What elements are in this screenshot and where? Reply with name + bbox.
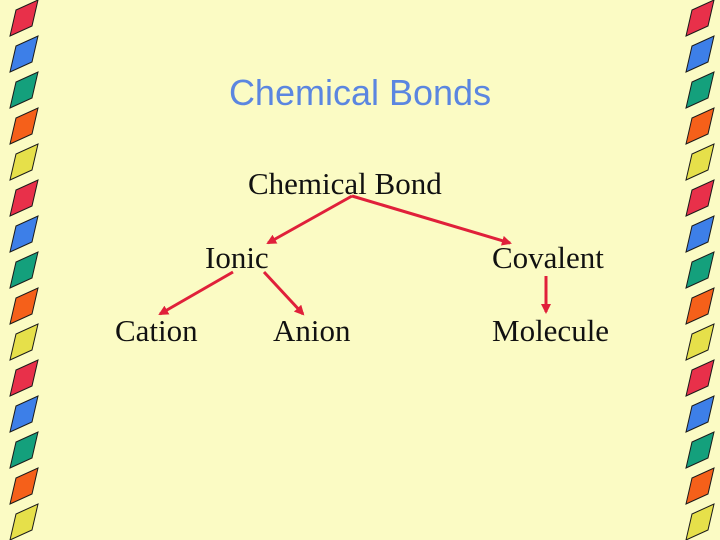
border-tile <box>685 503 715 540</box>
border-tile <box>9 143 39 181</box>
arrow-ionic-to-anion <box>262 270 305 316</box>
border-tile <box>9 0 39 37</box>
border-tile <box>9 431 39 469</box>
arrow-ionic-to-cation <box>158 270 234 316</box>
border-tile <box>685 359 715 397</box>
border-tile <box>9 323 39 361</box>
border-tile <box>685 431 715 469</box>
border-tile <box>9 467 39 505</box>
right-decorative-border <box>685 0 715 540</box>
border-tile <box>9 359 39 397</box>
border-tile <box>685 0 715 37</box>
border-tile <box>9 287 39 325</box>
border-tile <box>9 503 39 540</box>
arrow-bond-to-ionic <box>266 194 353 245</box>
border-tile <box>9 35 39 73</box>
border-tile <box>9 179 39 217</box>
node-ionic: Ionic <box>205 240 269 275</box>
border-tile <box>9 71 39 109</box>
border-tile <box>9 395 39 433</box>
border-tile <box>685 143 715 181</box>
node-covalent: Covalent <box>492 240 604 275</box>
border-tile <box>9 215 39 253</box>
slide-title: Chemical Bonds <box>228 72 492 113</box>
border-tile <box>9 251 39 289</box>
node-anion: Anion <box>273 313 351 348</box>
node-molecule: Molecule <box>492 313 610 348</box>
left-decorative-border <box>9 0 39 540</box>
border-tile <box>685 179 715 217</box>
border-tile <box>9 107 39 145</box>
border-tile <box>685 323 715 361</box>
border-tile <box>685 395 715 433</box>
border-tile <box>685 35 715 73</box>
border-tile <box>685 467 715 505</box>
node-cation: Cation <box>115 313 198 348</box>
node-chemical-bond: Chemical Bond <box>248 166 442 201</box>
border-tile <box>685 251 715 289</box>
border-tile <box>685 71 715 109</box>
border-tile <box>685 287 715 325</box>
border-tile <box>685 107 715 145</box>
border-tile <box>685 215 715 253</box>
arrow-bond-to-covalent <box>351 194 512 246</box>
